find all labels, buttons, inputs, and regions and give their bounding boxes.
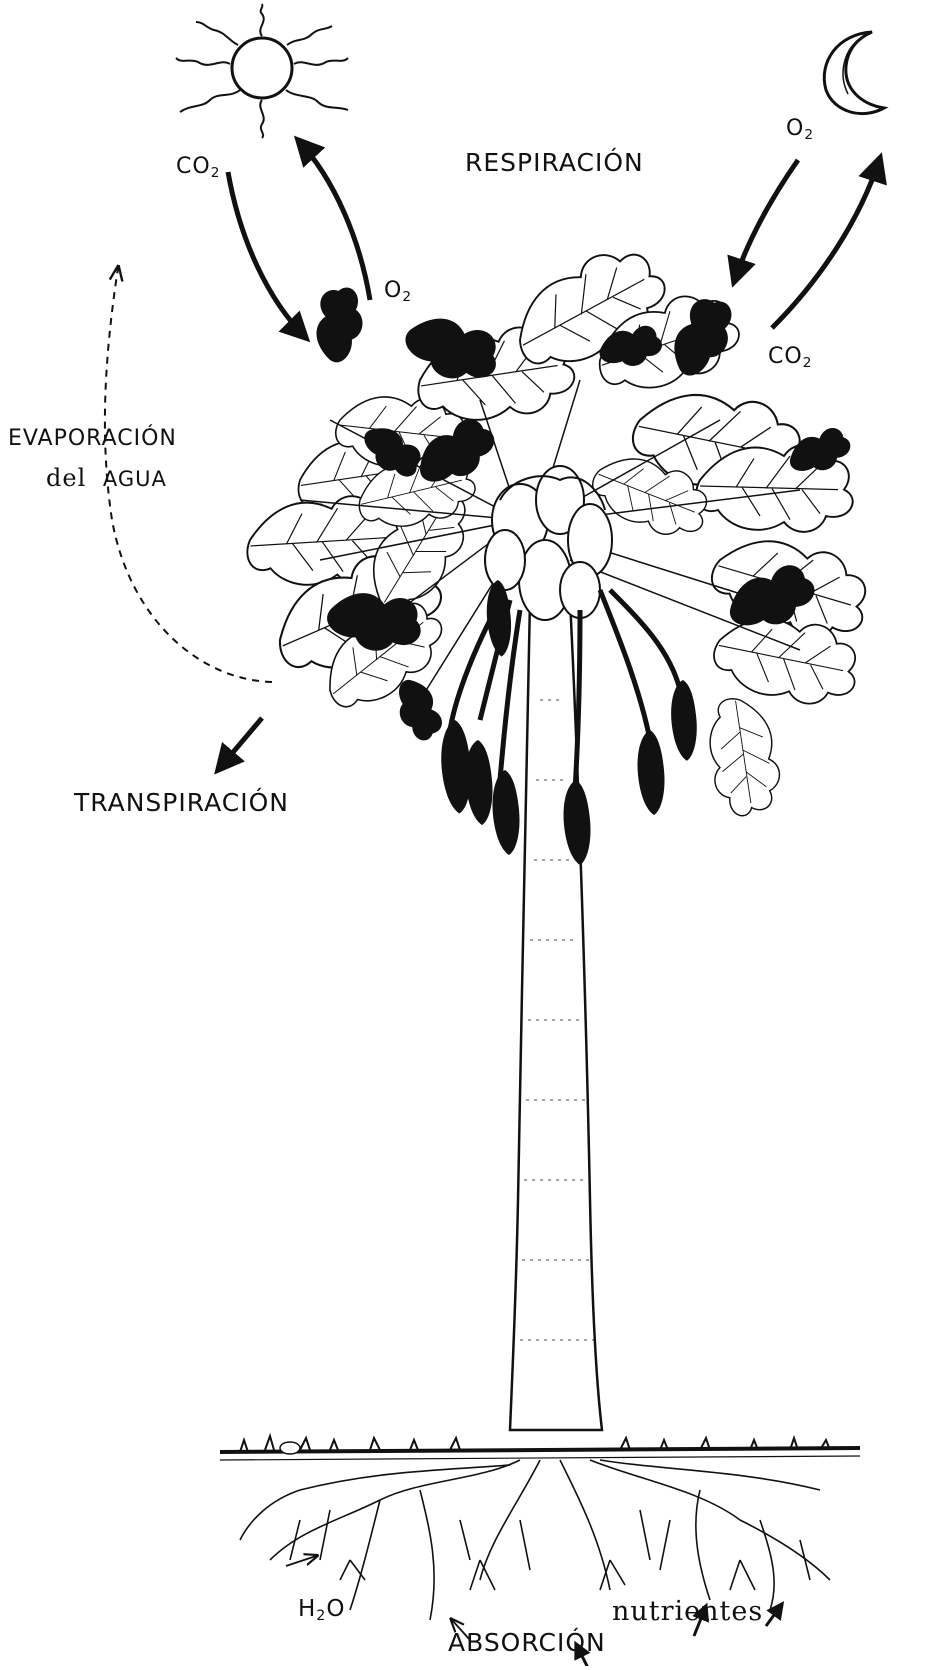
ground-line (220, 1436, 860, 1460)
crescent-moon-icon (824, 32, 884, 114)
co2-in-arrow (228, 172, 306, 338)
respiration-label: RESPIRACIÓN (465, 150, 644, 175)
co2-base: CO (768, 344, 803, 369)
evaporation-label-line2: del AGUA (46, 466, 167, 490)
o2-label-moon: O2 (786, 118, 814, 142)
h2o-subscript: 2 (316, 1608, 326, 1624)
sun-icon (176, 4, 348, 138)
o2-base: O (786, 116, 804, 141)
o2-subscript: 2 (402, 289, 412, 305)
o2-in-arrow (734, 160, 798, 282)
o2-label-sun: O2 (384, 280, 412, 304)
absorption-label: ABSORCIÓN (448, 1630, 606, 1655)
tree-trunk (510, 600, 602, 1430)
co2-label-moon: CO2 (768, 346, 812, 370)
h2o-o: O (326, 1596, 345, 1622)
co2-out-arrow (772, 158, 880, 328)
o2-subscript: 2 (804, 127, 814, 143)
evaporation-del: del (46, 464, 86, 492)
o2-base: O (384, 278, 402, 303)
co2-label-sun: CO2 (176, 156, 220, 180)
o2-out-arrow (298, 140, 370, 300)
transpiration-label: TRANSPIRACIÓN (74, 790, 289, 815)
co2-subscript: 2 (803, 355, 813, 371)
transpiration-arrow (218, 718, 262, 770)
nutrients-label: nutrientes (612, 1598, 763, 1625)
evaporation-label-line1: EVAPORACIÓN (8, 428, 177, 450)
co2-subscript: 2 (211, 165, 221, 181)
h2o-label: H2O (298, 1598, 345, 1623)
h2o-h: H (298, 1596, 316, 1622)
evaporation-agua: AGUA (103, 467, 167, 491)
co2-base: CO (176, 154, 211, 179)
